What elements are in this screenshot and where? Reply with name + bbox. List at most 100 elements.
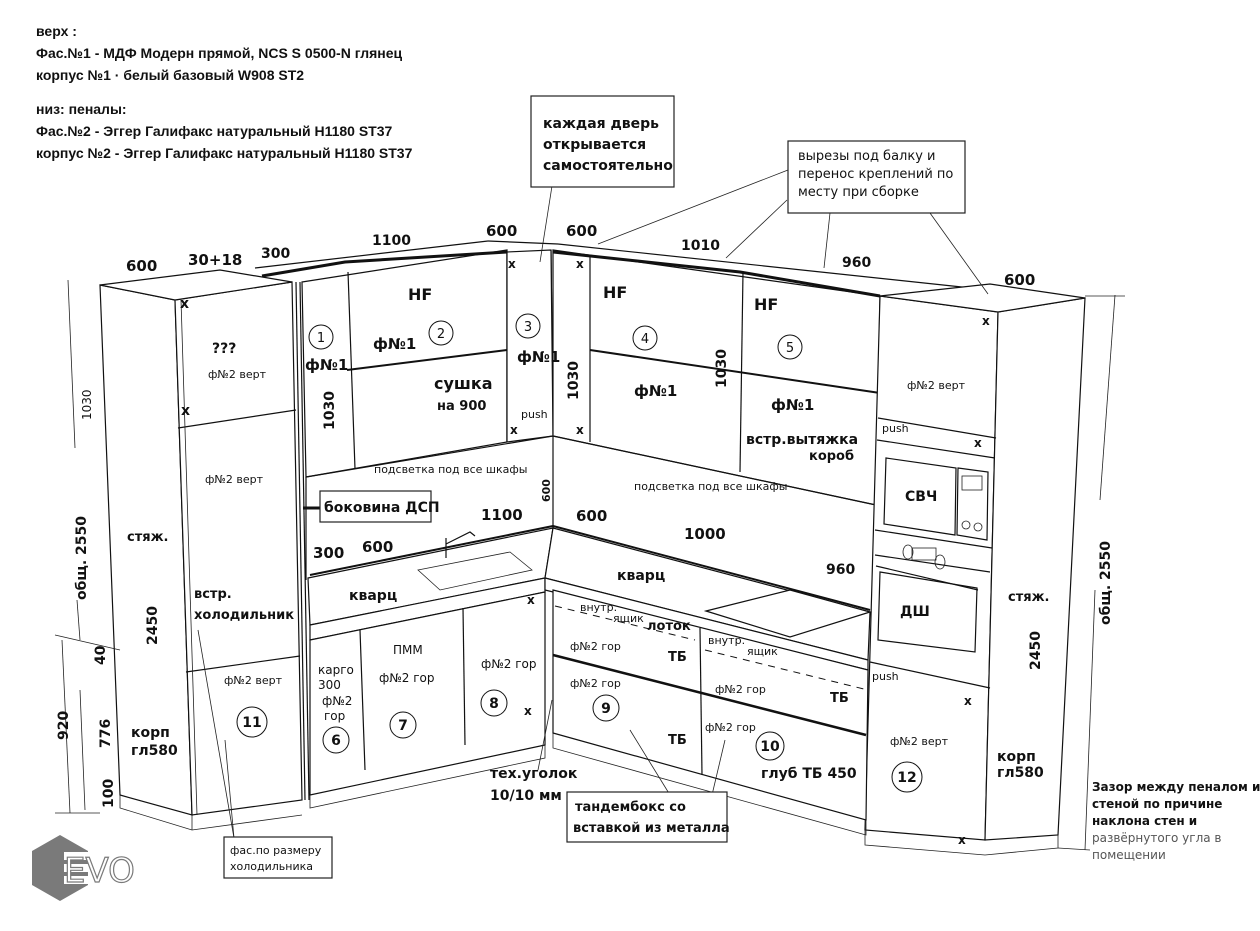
svg-text:перенос креплений по: перенос креплений по: [798, 167, 953, 182]
svg-text:гл580: гл580: [131, 743, 178, 759]
module-1: 1: [308, 324, 334, 350]
microwave: [874, 457, 993, 573]
svg-text:боковина ДСП: боковина ДСП: [324, 500, 440, 516]
right-dimensions: 2450 общ. 2550: [1028, 541, 1114, 670]
dim-top-300: 300: [261, 246, 290, 262]
svg-text:стеной по причине: стеной по причине: [1092, 797, 1222, 811]
svg-text:ф№1: ф№1: [373, 335, 416, 353]
note-tech-corner: тех.уголок 10/10 мм: [490, 766, 578, 804]
svg-text:ф№2 гор: ф№2 гор: [570, 677, 621, 690]
upper-dimensions: 1030 1030 1030 600: [322, 349, 730, 502]
microwave-label: СВЧ: [905, 489, 937, 505]
svg-text:5: 5: [786, 341, 794, 356]
svg-text:ф№1: ф№1: [771, 396, 814, 414]
svg-text:6: 6: [331, 733, 341, 749]
svg-text:1030: 1030: [566, 361, 582, 400]
svg-text:776: 776: [98, 719, 114, 748]
left-dimension-lines: [54, 279, 121, 814]
svg-text:x: x: [527, 593, 535, 607]
svg-text:общ. 2550: общ. 2550: [74, 516, 90, 600]
svg-text:вставкой из металла: вставкой из металла: [573, 821, 730, 836]
svg-text:на 900: на 900: [437, 399, 486, 414]
svg-text:ф№2 верт: ф№2 верт: [890, 735, 949, 748]
spec-bottom-facade: Фас.№2 - Эггер Галифакс натуральный H118…: [36, 123, 393, 139]
evo-logo: EVO: [32, 835, 136, 901]
module-2: 2: [428, 320, 454, 346]
note-gap: Зазор между пеналом и стеной по причине …: [1092, 780, 1260, 862]
svg-text:стяж.: стяж.: [127, 530, 168, 545]
oven: [875, 544, 979, 653]
svg-text:вырезы под балку и: вырезы под балку и: [798, 149, 935, 164]
dim-top-right-depth: 600: [1004, 271, 1035, 289]
svg-text:ф№2 верт: ф№2 верт: [224, 674, 283, 687]
svg-text:x: x: [524, 704, 532, 718]
svg-text:наклона стен и: наклона стен и: [1092, 814, 1197, 828]
svg-text:внутр.: внутр.: [708, 634, 745, 647]
svg-text:4: 4: [641, 332, 649, 347]
svg-text:помещении: помещении: [1092, 848, 1166, 862]
module-9: 9: [592, 694, 620, 722]
svg-text:3: 3: [524, 320, 532, 335]
svg-text:600: 600: [540, 479, 553, 502]
upper-right-labels: x x HF ф№1 HF ф№1 встр.вытяжка короб под…: [576, 257, 858, 493]
svg-text:ТБ: ТБ: [668, 733, 687, 748]
svg-text:1030: 1030: [714, 349, 730, 388]
svg-text:стяж.: стяж.: [1008, 590, 1049, 605]
svg-text:гл580: гл580: [997, 765, 1044, 781]
svg-text:x: x: [576, 423, 584, 437]
svg-text:встр.вытяжка: встр.вытяжка: [746, 432, 858, 448]
svg-text:ф№2 гор: ф№2 гор: [570, 640, 621, 653]
svg-text:x: x: [508, 257, 516, 271]
note-beam: вырезы под балку и перенос креплений по …: [787, 140, 966, 214]
svg-text:каждая дверь: каждая дверь: [543, 116, 659, 132]
left-tall-labels: x ??? ф№2 верт x ф№2 верт стяж. встр. хо…: [127, 296, 294, 759]
note-tandembox: тандембокс со вставкой из металла: [566, 791, 730, 843]
svg-text:1030: 1030: [80, 389, 94, 420]
svg-text:ф№2 гор: ф№2 гор: [705, 721, 756, 734]
svg-text:???: ???: [212, 341, 236, 357]
svg-text:ф№2 верт: ф№2 верт: [205, 473, 264, 486]
svg-text:ф№1: ф№1: [517, 348, 560, 366]
svg-text:HF: HF: [603, 283, 627, 302]
cooktop: [703, 589, 873, 638]
svg-text:10/10 мм: 10/10 мм: [490, 788, 562, 804]
svg-text:корп: корп: [131, 725, 170, 741]
svg-text:ф№2 верт: ф№2 верт: [907, 379, 966, 392]
dim-top-1100: 1100: [372, 233, 411, 249]
note-doors: каждая дверь открывается самостоятельно: [530, 95, 675, 188]
top-dimensions: 600 30+18 300 1100 600 600 1010 960 600: [126, 222, 1035, 289]
dim-top-1010: 1010: [681, 238, 720, 254]
svg-text:600: 600: [362, 538, 393, 556]
svg-text:развёрнутого угла в: развёрнутого угла в: [1092, 831, 1221, 845]
svg-text:1: 1: [317, 331, 325, 346]
svg-text:300: 300: [313, 544, 344, 562]
spec-top-heading: верх :: [36, 23, 77, 39]
svg-text:холодильник: холодильник: [194, 608, 294, 623]
module-7: 7: [389, 711, 417, 739]
svg-text:ф№2: ф№2: [322, 694, 352, 708]
sink: [417, 531, 533, 591]
svg-text:HF: HF: [754, 295, 778, 314]
svg-text:ф№1: ф№1: [305, 356, 348, 374]
svg-text:8: 8: [489, 696, 499, 712]
module-6: 6: [322, 726, 350, 754]
svg-text:100: 100: [101, 779, 117, 808]
oven-label: ДШ: [900, 604, 930, 620]
svg-text:карго: карго: [318, 663, 354, 677]
spec-top-facade: Фас.№1 - МДФ Модерн прямой, NCS S 0500-N…: [36, 45, 403, 61]
svg-text:встр.: встр.: [194, 587, 232, 602]
svg-text:12: 12: [897, 770, 916, 786]
logo-text: EVO: [64, 851, 135, 891]
upper-left-run: [254, 240, 559, 478]
module-markers: 1 2 3 4 5 6 7 8 9 10 11 12: [236, 313, 923, 793]
svg-text:x: x: [180, 296, 189, 312]
svg-text:кварц: кварц: [617, 568, 665, 584]
svg-text:960: 960: [826, 562, 855, 578]
svg-text:x: x: [181, 403, 190, 419]
svg-text:корп: корп: [997, 749, 1036, 765]
logo-hexagon: [32, 835, 88, 901]
svg-text:ф№2 гор: ф№2 гор: [481, 657, 536, 671]
svg-text:920: 920: [56, 711, 72, 740]
right-dimension-lines: [1057, 294, 1125, 851]
